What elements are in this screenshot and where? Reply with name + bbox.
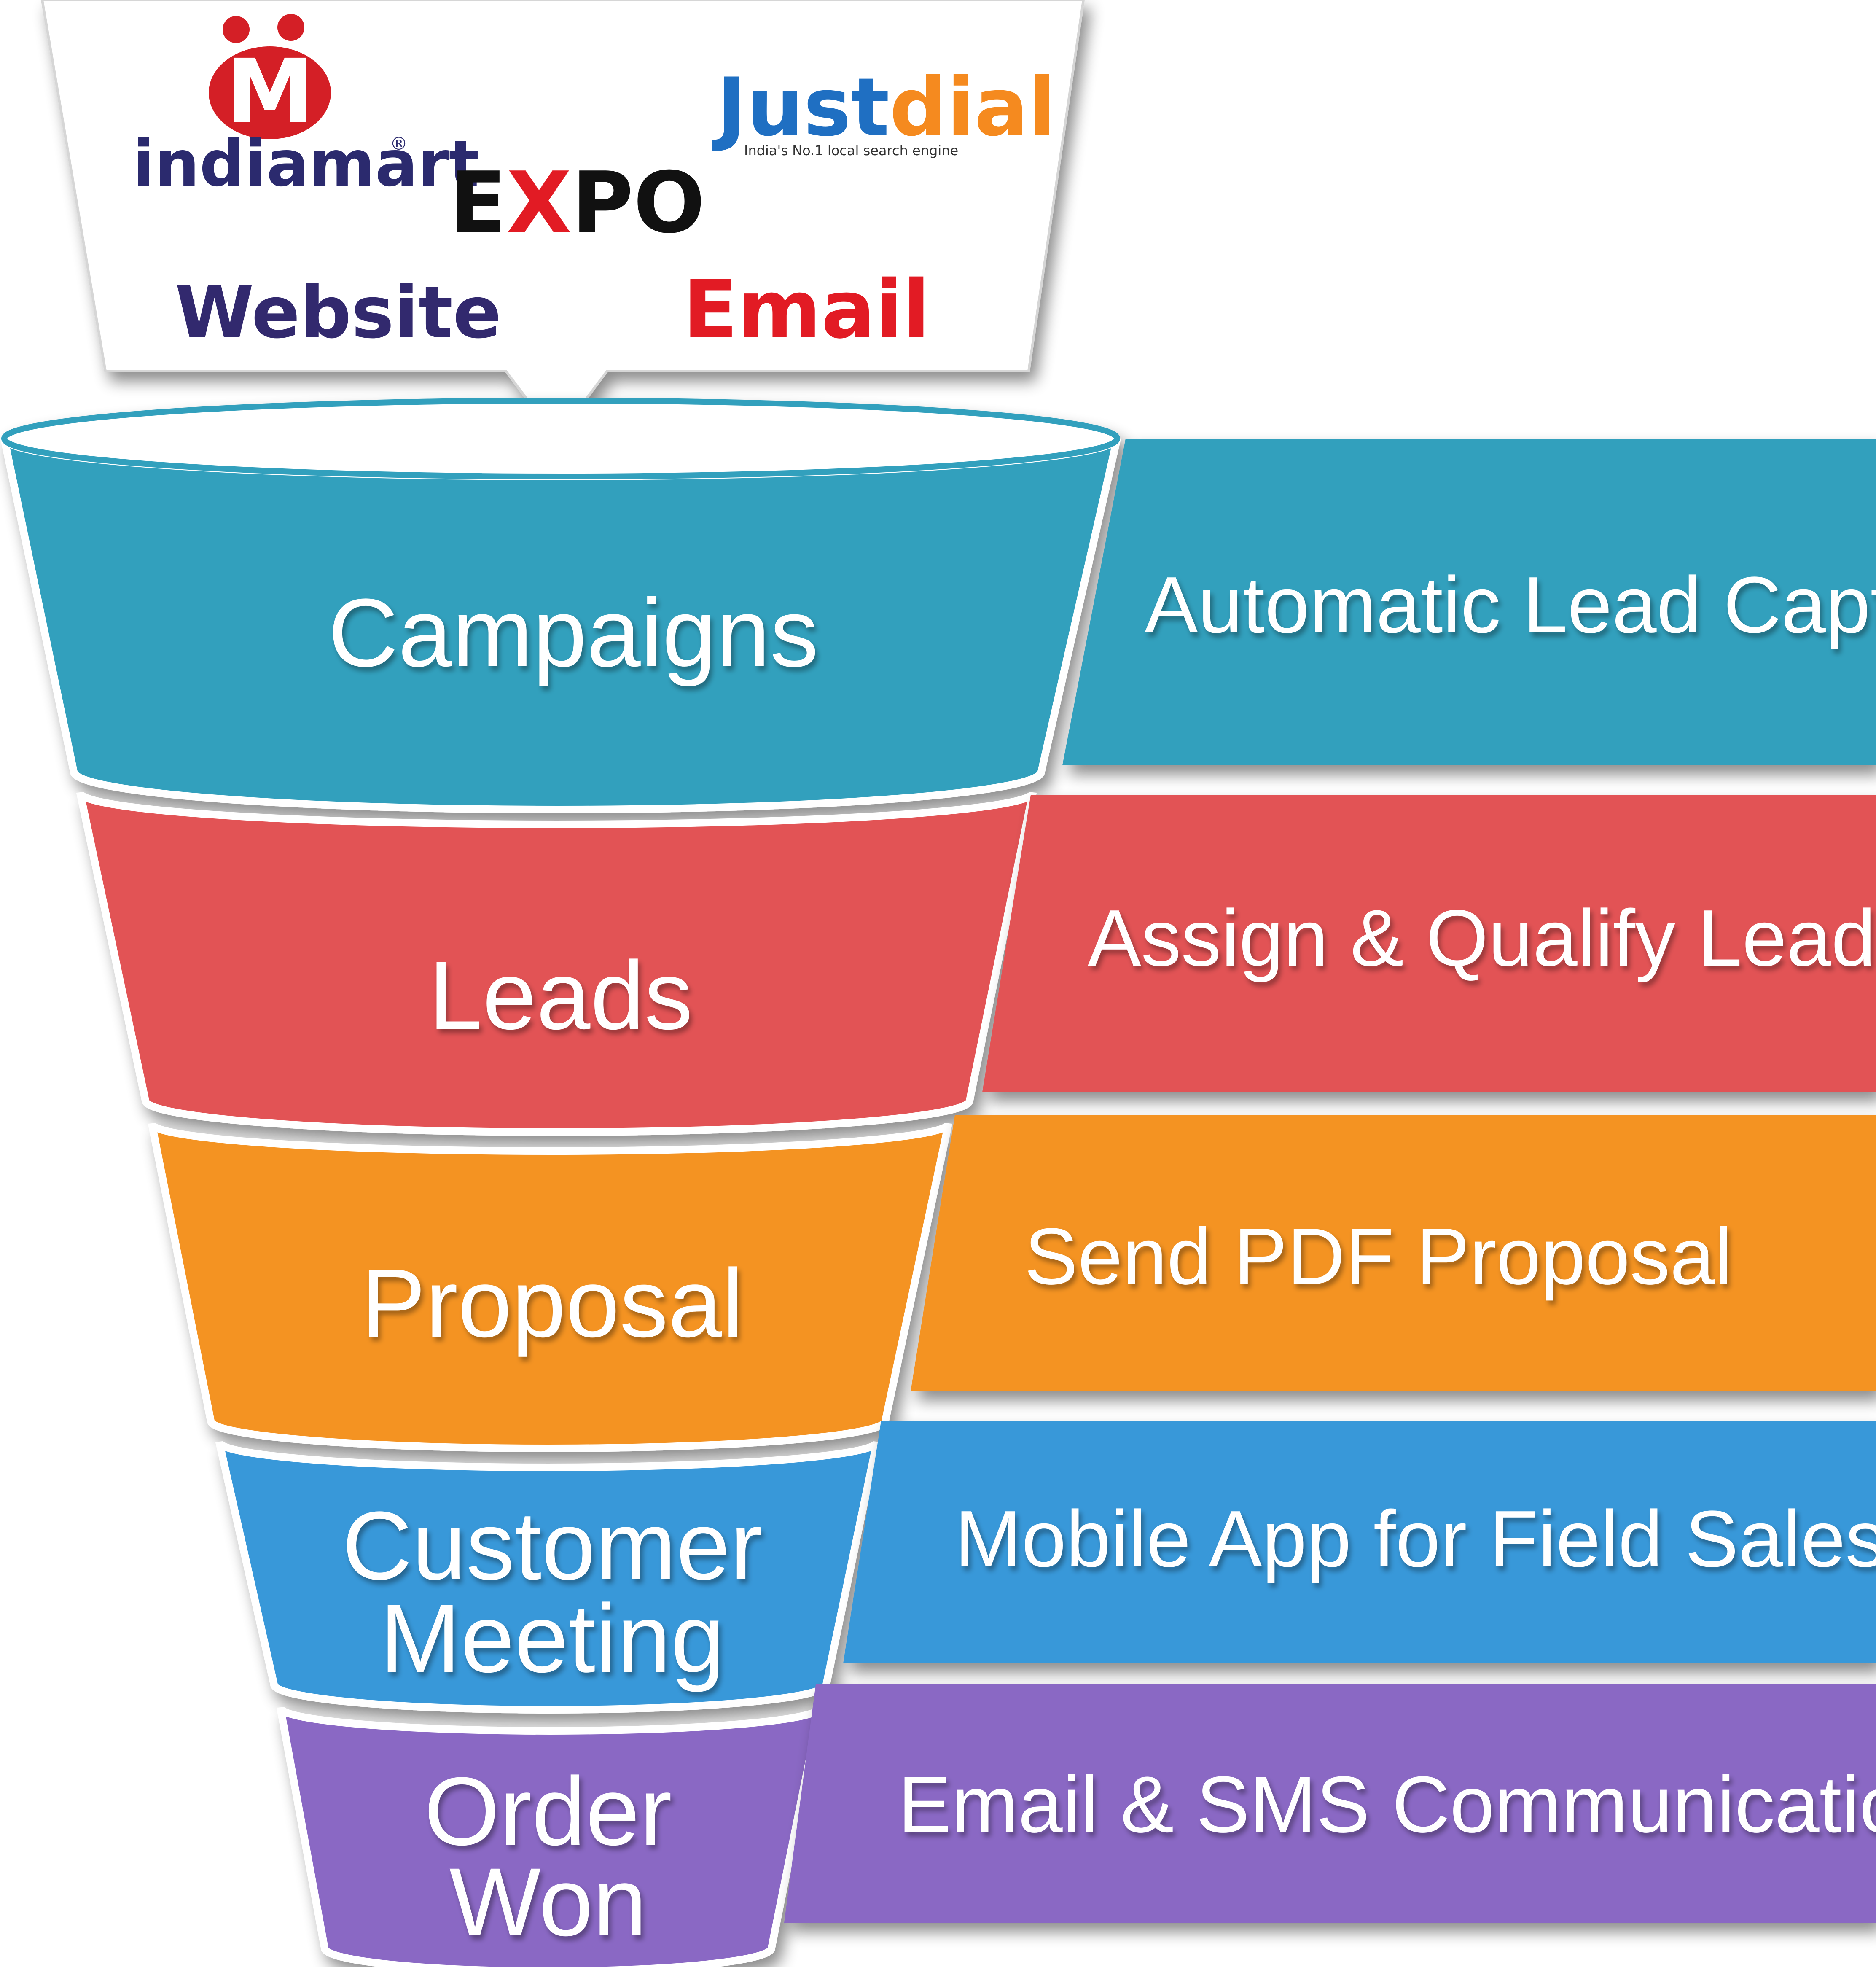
feature-bar-shape [911,1115,1876,1391]
expo-wordmark: EXPO [449,154,705,252]
expo-x: X [507,154,572,252]
feature-bar [1062,439,1876,765]
stage-label: Leads [429,941,693,1049]
stage-label: Customer [342,1491,763,1600]
funnel-segment [215,1441,881,1714]
feature-label: Automatic Lead Capture [1145,560,1876,650]
indiamart-wordmark: indiamart [133,127,479,201]
indiamart-registered: ® [390,133,408,154]
feature-label: Assign & Qualify Leads [1088,893,1876,983]
feature-bar [843,1421,1876,1663]
indiamart-figure-left-icon [223,16,250,43]
feature-label: Mobile App for Field Sales [955,1494,1876,1584]
justdial-wordmark: Justdial [712,61,1056,154]
stage-label: Order [424,1757,672,1865]
source-email: Email [683,263,930,356]
funnel-stage [0,398,1121,813]
stage-label: Won [449,1848,647,1956]
justdial-tagline: India's No.1 local search engine [744,143,958,159]
feature-label: Email & SMS Communications [898,1760,1876,1849]
stage-label: Proposal [361,1249,744,1357]
indiamart-figure-right-icon [277,14,304,41]
feature-bar [911,1115,1876,1391]
feature-bar-shape [982,795,1876,1092]
justdial-dial: dial [890,61,1056,154]
feature-bar-shape [1062,439,1876,765]
expo-logo: EXPO [449,154,705,252]
feature-bars: Automatic Lead CaptureAssign & Qualify L… [784,439,1876,1923]
funnel-stage [215,1441,881,1714]
feature-bar-shape [843,1421,1876,1663]
feature-bar [982,795,1876,1092]
funnel-segment [76,791,1037,1136]
funnel-segment [148,1122,952,1452]
justdial-logo: Justdial India's No.1 local search engin… [712,61,1056,159]
indiamart-logo: M indiamart ® [133,14,479,201]
indiamart-mark-letter: M [226,40,314,143]
stage-label: Campaigns [328,579,818,687]
expo-po: PO [572,154,705,252]
funnel-stage [148,1122,952,1452]
funnel: CampaignsLeadsProposalCustomerMeetingOrd… [0,398,1121,1967]
funnel-stage [76,791,1037,1136]
funnel-rim [1,398,1120,479]
stage-label: Meeting [380,1584,725,1693]
justdial-just: Just [712,61,890,154]
indiamart-mark-icon [209,46,331,139]
feature-label: Send PDF Proposal [1024,1212,1732,1301]
feature-bar [784,1684,1876,1923]
expo-e: E [449,154,507,252]
feature-bar-shape [784,1684,1876,1923]
source-website: Website [175,271,501,355]
